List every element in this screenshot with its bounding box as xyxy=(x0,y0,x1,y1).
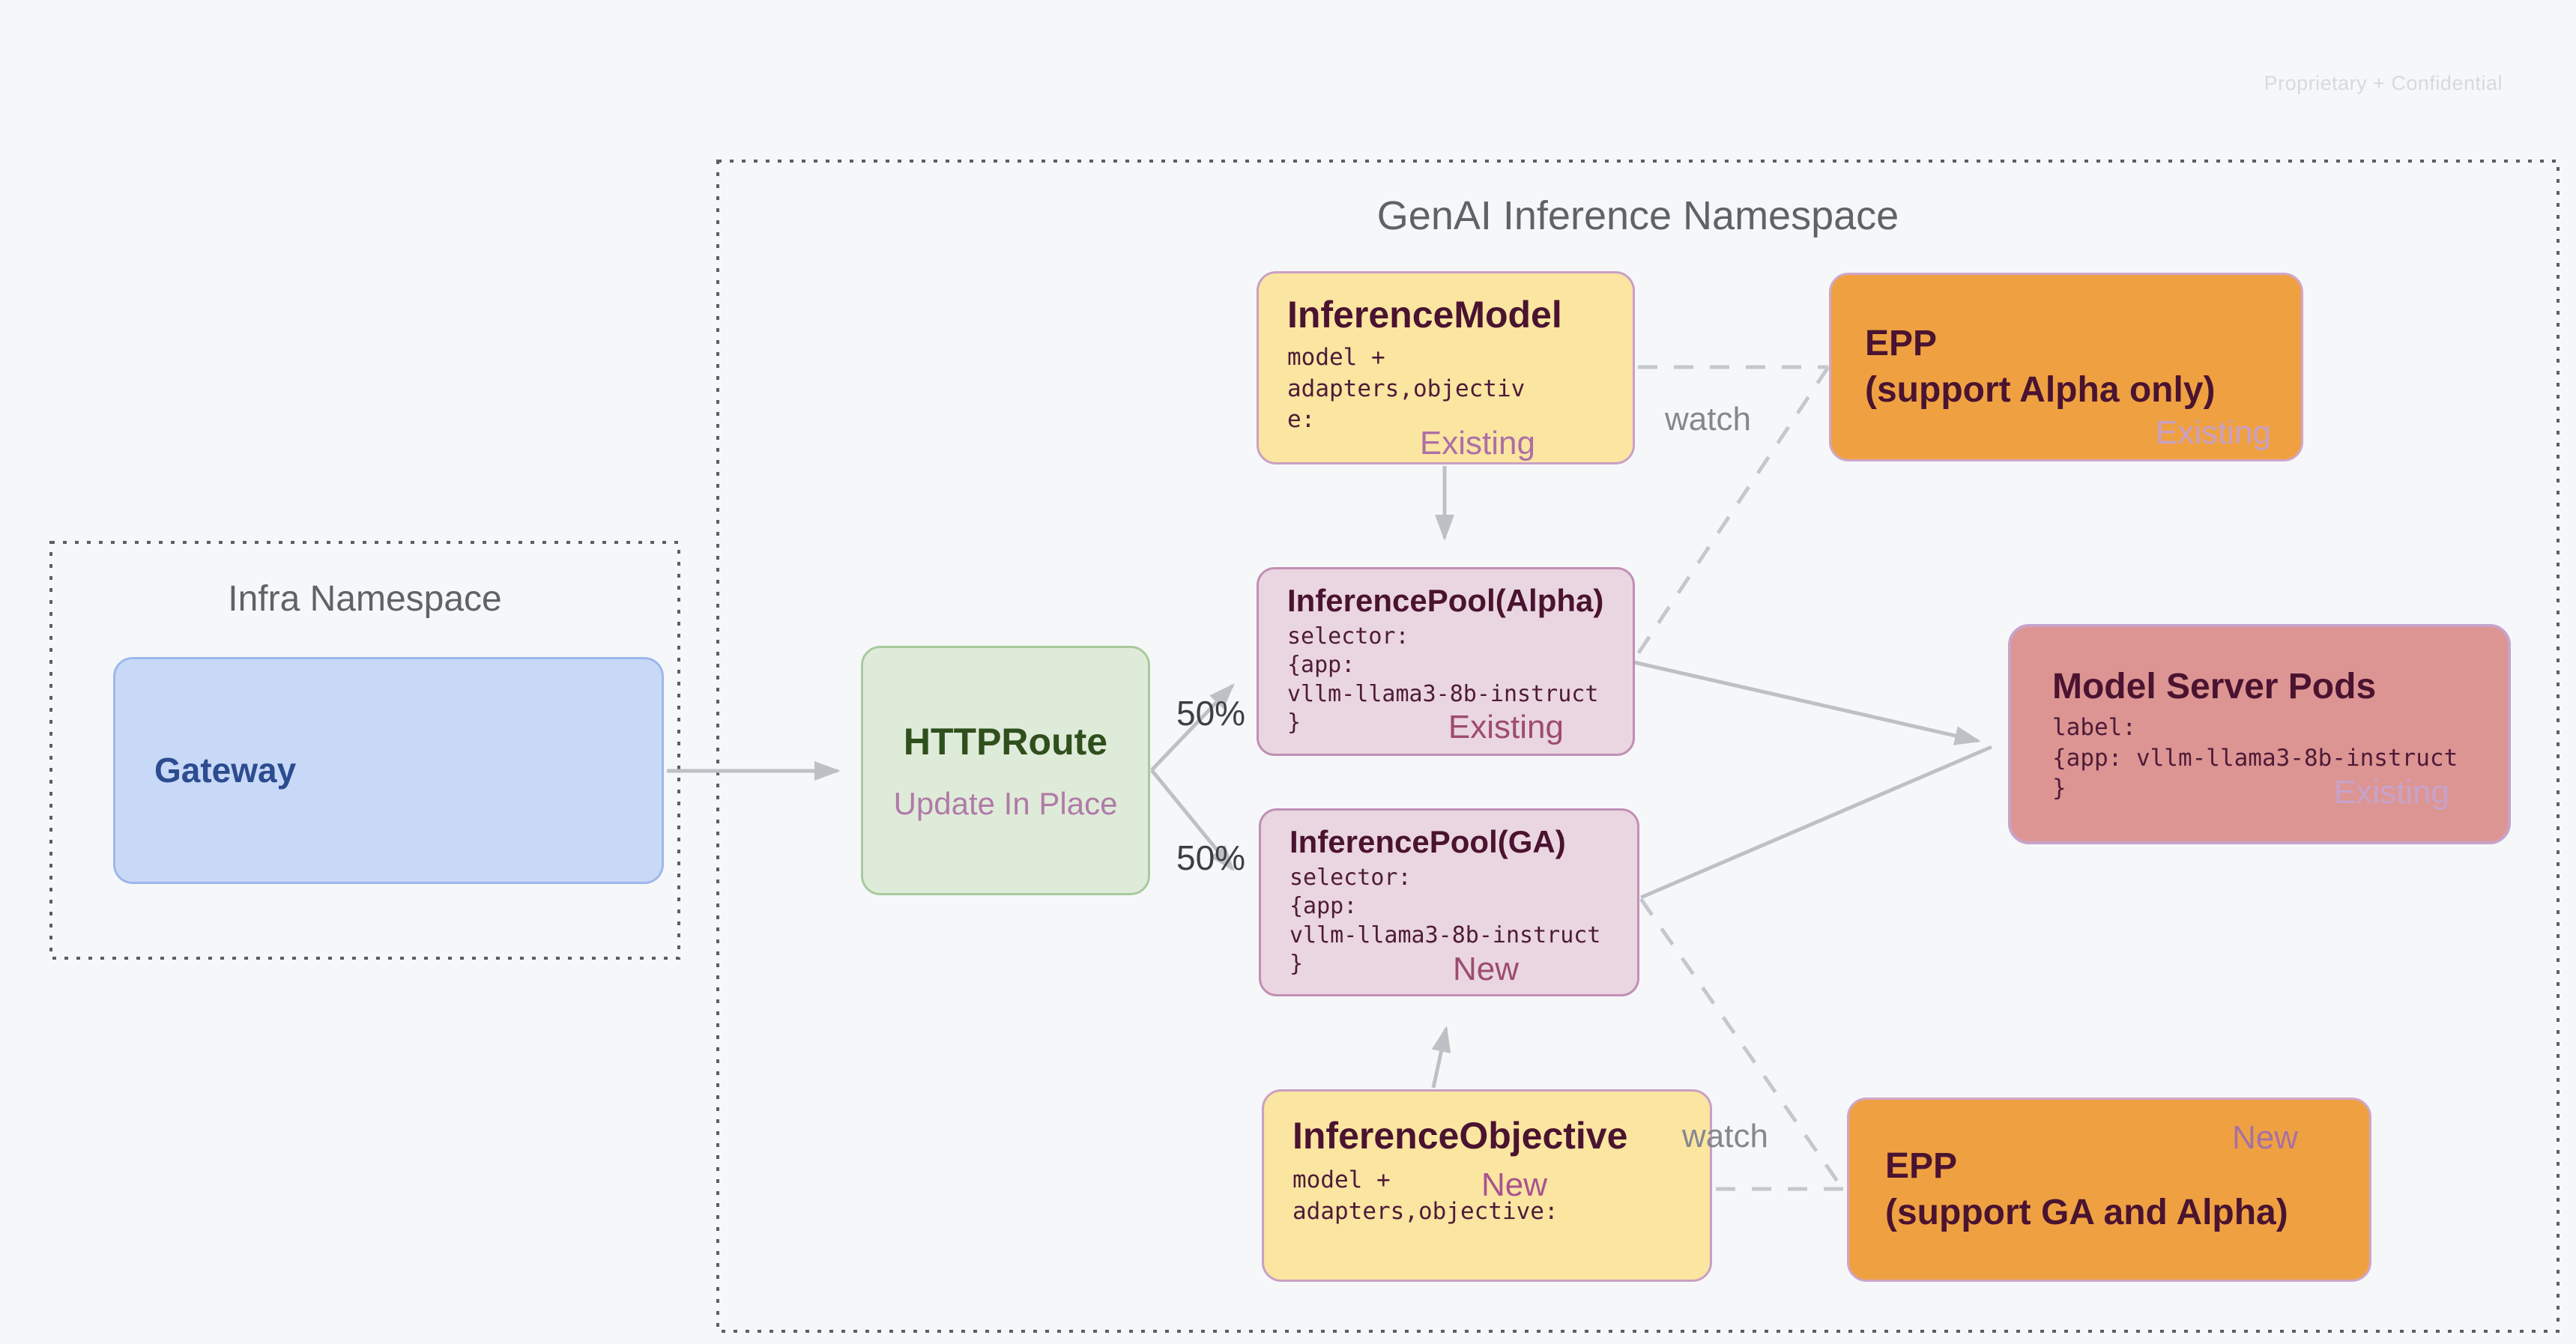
model-server-pods-code: label: {app: vllm-llama3-8b-instruct } xyxy=(2052,713,2458,802)
inference-pool-ga-title: InferencePool(GA) xyxy=(1289,824,1566,859)
epp-ga-status-badge: New xyxy=(2231,1119,2298,1156)
model-server-pods-status-badge: Existing xyxy=(2333,774,2449,811)
inference-objective-node: InferenceObjective model + adapters,obje… xyxy=(1262,1089,1712,1282)
route-split-top-label: 50% xyxy=(1176,694,1246,733)
infra-namespace-title: Infra Namespace xyxy=(228,579,502,619)
genai-namespace-title: GenAI Inference Namespace xyxy=(1376,193,1899,238)
inference-model-code: model + adapters,objectiv e: xyxy=(1287,344,1526,434)
httproute-note: Update In Place xyxy=(893,785,1118,821)
gateway-node: Gateway xyxy=(113,657,664,884)
inference-model-title: InferenceModel xyxy=(1287,294,1562,336)
epp-alpha-node: EPP (support Alpha only) Existing xyxy=(1829,273,2303,461)
inference-objective-code: model + adapters,objective: xyxy=(1292,1166,1558,1225)
gateway-label: Gateway xyxy=(154,750,297,790)
inference-objective-status-badge: New xyxy=(1481,1166,1548,1203)
model-server-pods-node: Model Server Pods label: {app: vllm-llam… xyxy=(2008,624,2511,844)
inference-pool-alpha-code: selector: {app: vllm-llama3-8b-instruct … xyxy=(1287,623,1599,736)
inference-pool-ga-node: InferencePool(GA) selector: {app: vllm-l… xyxy=(1259,808,1639,996)
watch-top-label: watch xyxy=(1665,401,1751,438)
genai-namespace-box: GenAI Inference Namespace xyxy=(718,161,2558,1331)
inference-pool-alpha-node: InferencePool(Alpha) selector: {app: vll… xyxy=(1257,567,1635,756)
inference-pool-ga-status-badge: New xyxy=(1452,951,1519,987)
watch-bottom-label: watch xyxy=(1682,1118,1768,1154)
httproute-label: HTTPRoute xyxy=(903,720,1108,763)
inference-objective-title: InferenceObjective xyxy=(1292,1115,1628,1157)
epp-alpha-status-badge: Existing xyxy=(2155,414,2271,451)
epp-ga-node: EPP (support GA and Alpha) New xyxy=(1847,1098,2371,1282)
inference-model-node: InferenceModel model + adapters,objectiv… xyxy=(1257,271,1635,464)
httproute-node: HTTPRoute Update In Place xyxy=(861,646,1150,895)
infra-namespace-box: Infra Namespace xyxy=(51,542,679,958)
inference-pool-alpha-status-badge: Existing xyxy=(1448,709,1564,745)
inference-pool-ga-code: selector: {app: vllm-llama3-8b-instruct … xyxy=(1289,864,1601,977)
route-split-bottom-label: 50% xyxy=(1176,838,1246,877)
epp-ga-title: EPP (support GA and Alpha) xyxy=(1885,1145,2288,1232)
inference-model-status-badge: Existing xyxy=(1419,425,1535,461)
model-server-pods-title: Model Server Pods xyxy=(2052,667,2377,706)
epp-alpha-title: EPP (support Alpha only) xyxy=(1865,323,2216,410)
confidential-label: Proprietary + Confidential xyxy=(2264,72,2503,94)
inference-pool-alpha-title: InferencePool(Alpha) xyxy=(1287,583,1604,618)
